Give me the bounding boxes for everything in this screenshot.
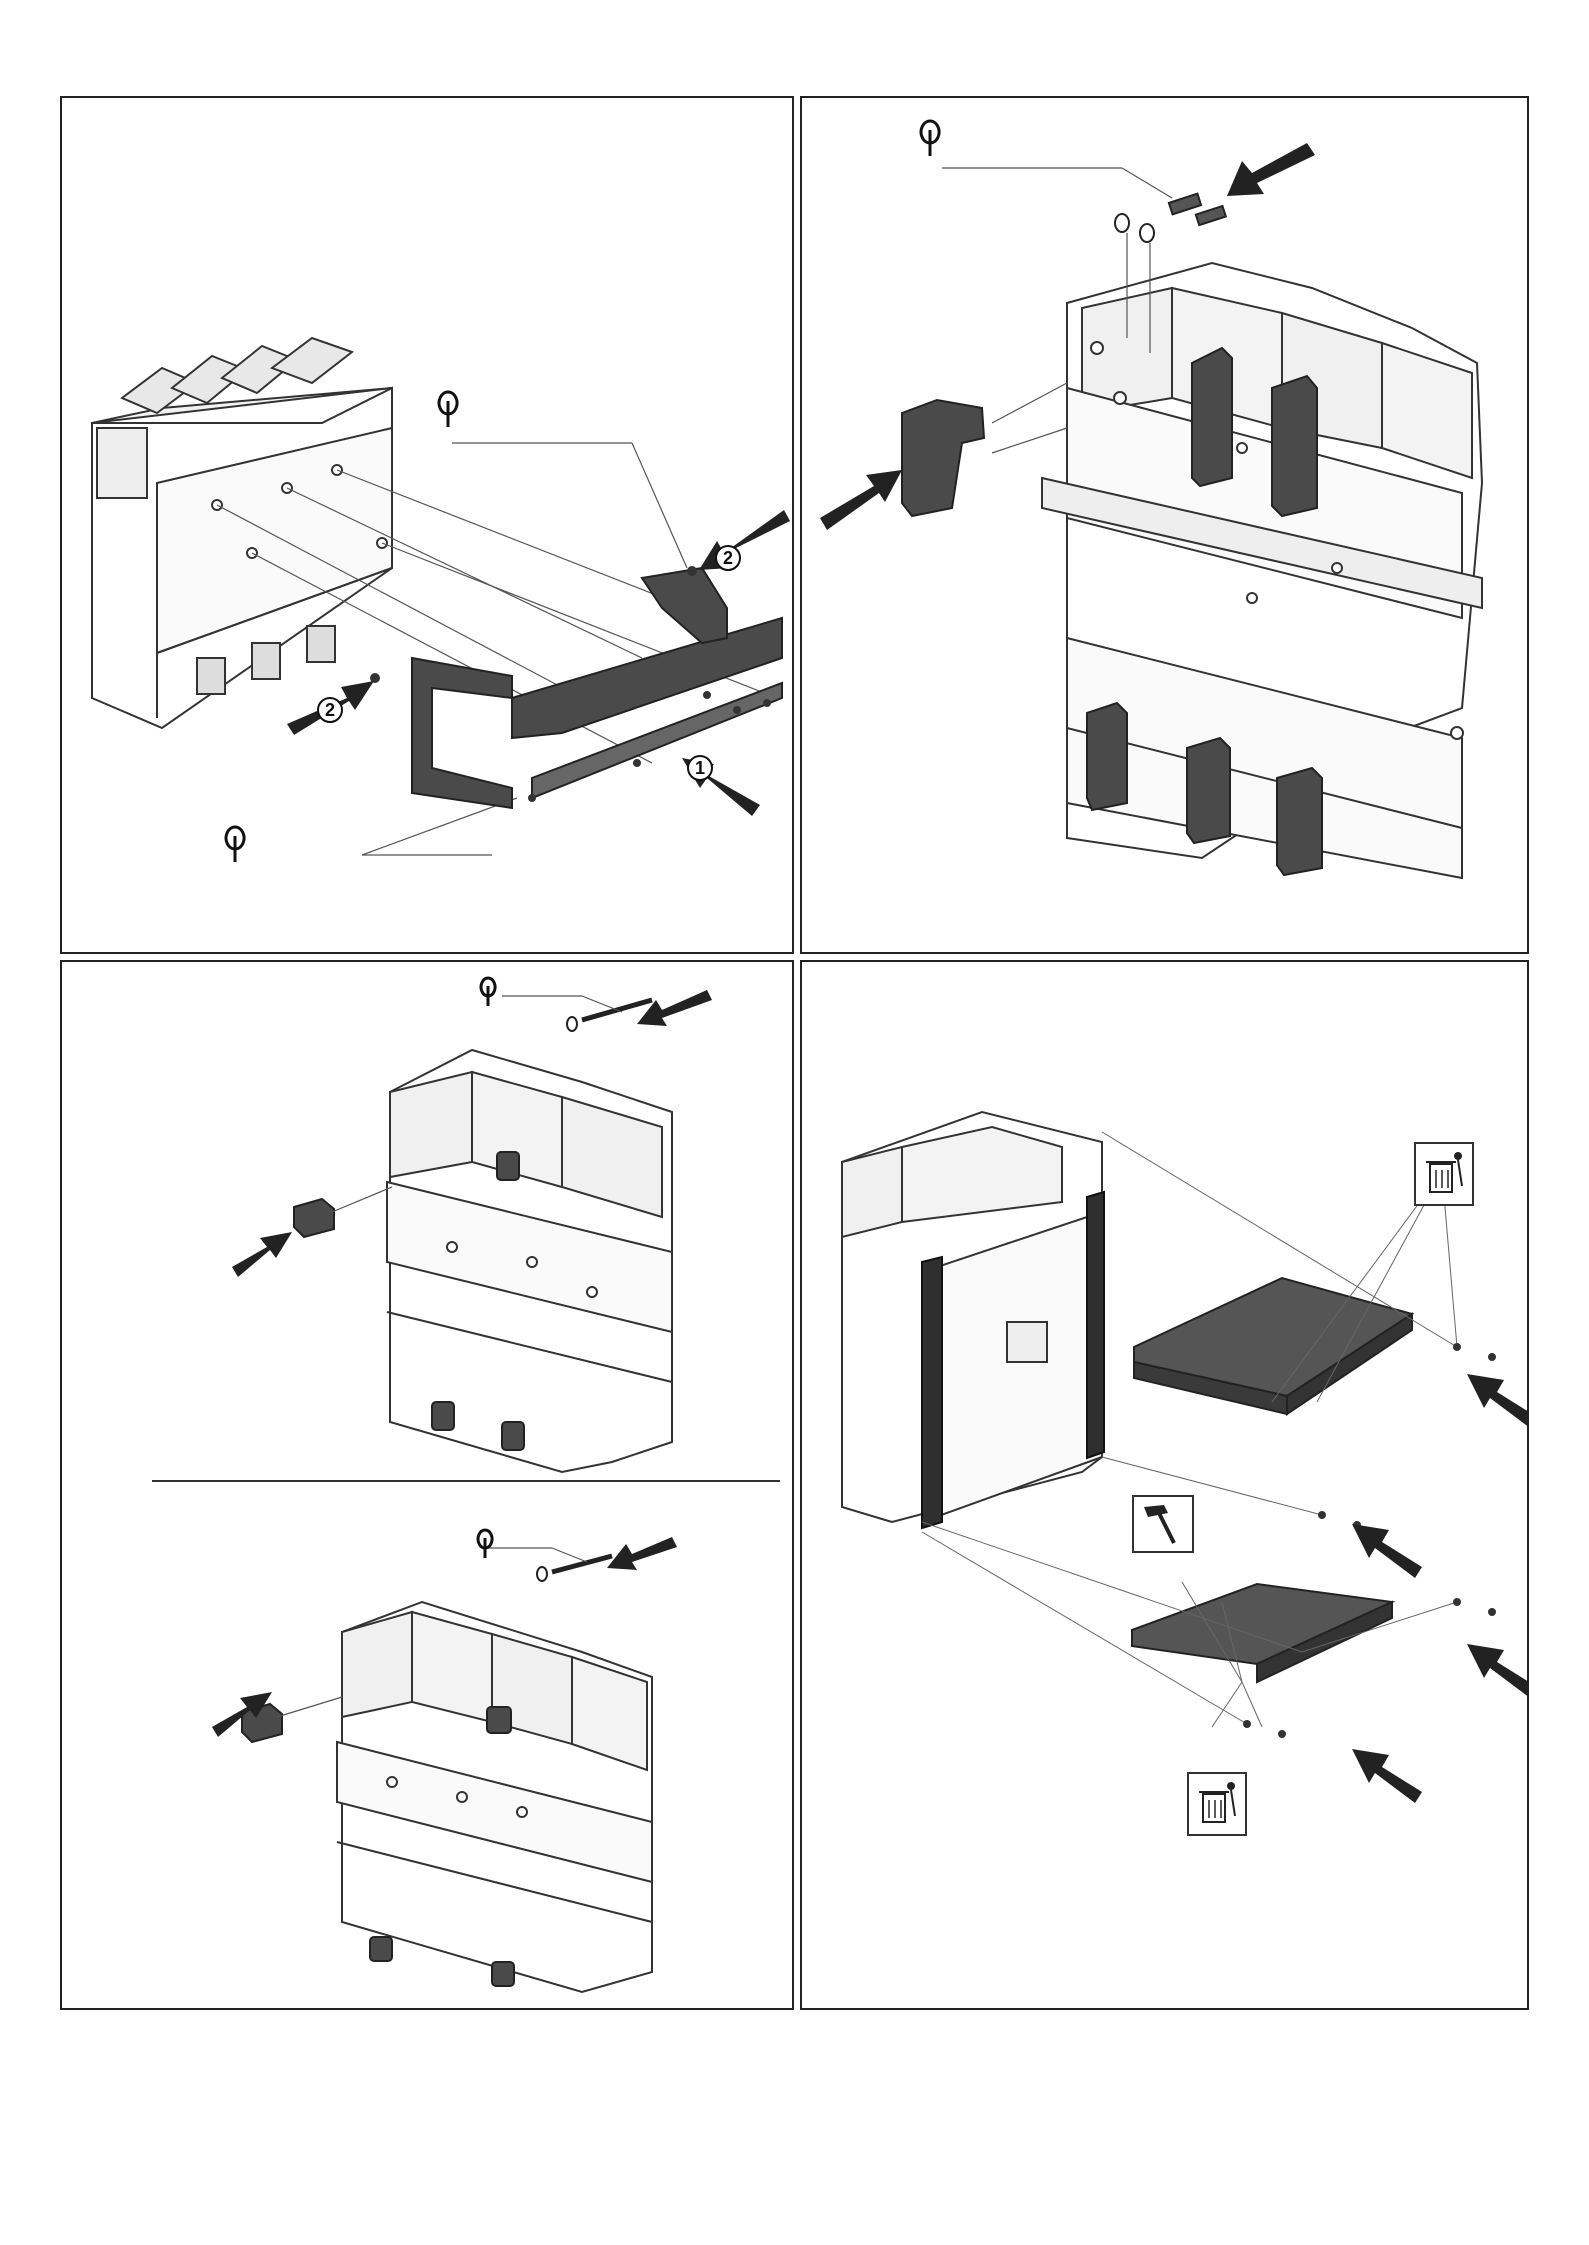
breaker-body [842, 1112, 1102, 1522]
panel-top-left: 2 2 1 [60, 96, 794, 954]
torque-symbol-lower [478, 1530, 492, 1558]
illustration-top-right [802, 98, 1529, 954]
cover-plates [1132, 1278, 1412, 1682]
divider-line [152, 1480, 780, 1482]
step-badge-2-left: 2 [317, 697, 343, 723]
breaker-4-pole [337, 1602, 652, 1992]
breaker-3-pole [387, 1050, 672, 1472]
step-badge-1: 1 [687, 755, 713, 781]
hammer-icon [1132, 1495, 1194, 1553]
mounting-bracket [412, 568, 782, 808]
screws [1115, 194, 1226, 242]
panel-bottom-right [800, 960, 1529, 2010]
illustration-top-left [62, 98, 794, 954]
panel-top-right [800, 96, 1529, 954]
illustration-bottom-right [802, 962, 1529, 2010]
recycle-bin-icon-bottom [1187, 1772, 1247, 1836]
push-arrows [1352, 1374, 1529, 1803]
recycle-bin-icon-top [1414, 1142, 1474, 1206]
torque-symbol-upper [481, 978, 495, 1006]
panel-bottom-left [60, 960, 794, 2010]
illustration-bottom-left [62, 962, 794, 2010]
torque-symbol [921, 121, 939, 156]
step-badge-2-top: 2 [715, 545, 741, 571]
breaker-body [92, 338, 392, 728]
